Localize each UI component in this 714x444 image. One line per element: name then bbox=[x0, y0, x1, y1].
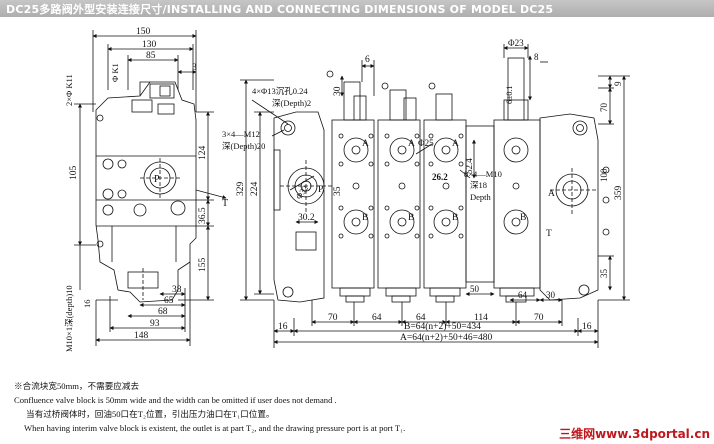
dim-124: 124 bbox=[198, 146, 208, 161]
dim-50: 50 bbox=[470, 284, 480, 294]
port-b-1: B bbox=[362, 213, 368, 223]
depth20-label: 深(Depth)20 bbox=[222, 141, 265, 151]
port-b-3: B bbox=[452, 213, 458, 223]
dim-93: 93 bbox=[150, 319, 160, 329]
dim-329: 329 bbox=[236, 182, 246, 197]
phi25-label: Φ25 bbox=[418, 138, 434, 148]
dim-6-pm: 6±0.1 bbox=[505, 86, 514, 104]
dim-16-b: 16 bbox=[582, 322, 592, 332]
port-p-front: P bbox=[318, 185, 323, 195]
dim-70-right: 70 bbox=[599, 103, 609, 113]
port-a-4: A bbox=[548, 189, 555, 199]
dim-38: 38 bbox=[172, 285, 182, 295]
hole-4x-label: 4×Φ13沉孔0.24 bbox=[252, 86, 308, 96]
hole-3x-label: 3×4—M12 bbox=[222, 129, 260, 139]
dim-70-b: 70 bbox=[534, 313, 544, 323]
dim-359: 359 bbox=[614, 186, 624, 201]
side-view-text: 150 130 85 3 Φ K1 2×Φ K11 105 124 36.5 1… bbox=[64, 27, 228, 352]
title-bar: DC25多路阀外型安装连接尺寸/INSTALLING AND CONNECTIN… bbox=[0, 0, 714, 17]
port-t-side: T bbox=[222, 198, 228, 209]
formula-a: A=64(n+2)+50+46=480 bbox=[400, 332, 492, 343]
depth2-label: 深(Depth)2 bbox=[272, 98, 311, 108]
phi-k1-label: Φ K1 bbox=[110, 63, 120, 82]
note-line-2: Confluence valve block is 50mm wide and … bbox=[14, 395, 337, 405]
port-a-1: A bbox=[362, 139, 369, 149]
dim-65: 65 bbox=[164, 296, 174, 306]
dim-52-4: 52.4 bbox=[464, 158, 474, 174]
port-t-front: T bbox=[546, 229, 552, 239]
dim-30-c: 30 bbox=[546, 290, 556, 300]
dim-70-a: 70 bbox=[328, 313, 338, 323]
dim-114: 114 bbox=[474, 313, 488, 323]
dim-64-b: 64 bbox=[416, 313, 426, 323]
dim-30-top: 30 bbox=[333, 86, 343, 96]
dim-3: 3 bbox=[192, 63, 197, 73]
dim-68: 68 bbox=[158, 307, 168, 317]
note-line-3: 当有过桥阀体时，回油50口在T₂位置，引出压力油口在T₁口位置。 bbox=[26, 409, 275, 419]
port-b-4: B bbox=[520, 213, 526, 223]
dim-9: 9 bbox=[613, 81, 623, 86]
watermark-logo: 三维网www.3dportal.cn bbox=[559, 427, 710, 441]
dim-224: 224 bbox=[250, 182, 260, 197]
front-view-text: 6 30 4×Φ13沉孔0.24 深(Depth)2 3×4—M12 深(Dep… bbox=[222, 38, 624, 343]
dim-36-5: 36.5 bbox=[198, 207, 208, 224]
note-line-4: When having interim valve block is exist… bbox=[24, 423, 406, 433]
dim-16-a: 16 bbox=[278, 322, 288, 332]
hole-8x-label: 8×4—M10 bbox=[464, 169, 502, 179]
port-p-side: P bbox=[154, 174, 160, 185]
hole-2x-label: 2×Φ K11 bbox=[64, 74, 74, 106]
port-a-3: A bbox=[452, 139, 459, 149]
dim-100: 100 bbox=[599, 168, 609, 182]
dim-85: 85 bbox=[146, 51, 156, 61]
depth-en-label: Depth bbox=[470, 192, 492, 202]
depth18-label: 深18 bbox=[470, 180, 487, 190]
formula-b: B=64(n+2)+50=434 bbox=[404, 321, 481, 332]
front-view bbox=[240, 44, 630, 348]
side-view bbox=[74, 30, 227, 346]
drawing-title: DC25多路阀外型安装连接尺寸/INSTALLING AND CONNECTIN… bbox=[6, 3, 554, 16]
dim-130: 130 bbox=[142, 40, 157, 50]
dim-64-c: 64 bbox=[518, 290, 528, 300]
dim-26-2: 26.2 bbox=[432, 172, 448, 182]
note-line-1: ※合流块宽50mm，不需要应减去 bbox=[14, 381, 140, 391]
dim-8: 8 bbox=[534, 52, 539, 62]
dim-35: 35 bbox=[333, 186, 343, 196]
port-b-2: B bbox=[408, 213, 414, 223]
dim-148: 148 bbox=[134, 331, 149, 341]
dim-155: 155 bbox=[198, 258, 208, 273]
port-a-2: A bbox=[408, 139, 415, 149]
phi23-label: Φ23 bbox=[508, 38, 524, 48]
dim-105: 105 bbox=[69, 166, 79, 181]
dim-6-top: 6 bbox=[365, 55, 370, 65]
dim-150: 150 bbox=[136, 27, 151, 37]
dim-16-side: 16 bbox=[82, 300, 92, 309]
dim-30-2: 30.2 bbox=[298, 213, 315, 223]
dim-35-right: 35 bbox=[599, 269, 609, 279]
hole-m10-label: M10×1深(depth)10 bbox=[64, 285, 74, 352]
notes-block: ※合流块宽50mm，不需要应减去 Confluence valve block … bbox=[14, 379, 574, 435]
dim-64-a: 64 bbox=[372, 313, 382, 323]
